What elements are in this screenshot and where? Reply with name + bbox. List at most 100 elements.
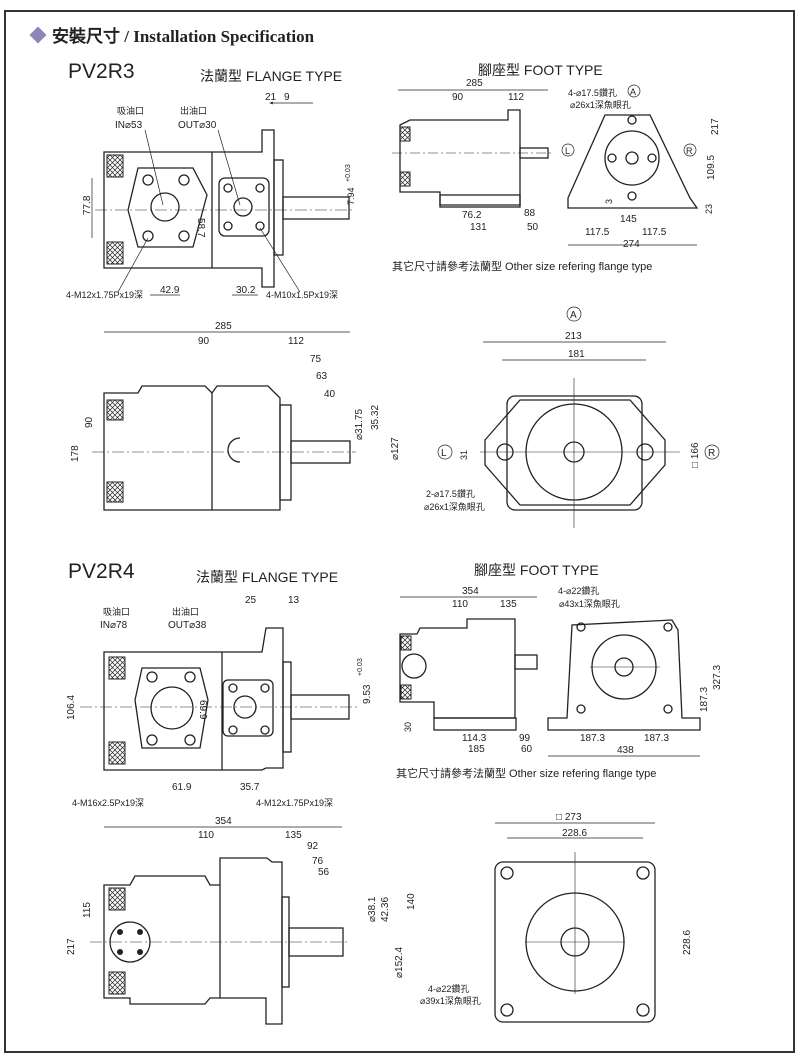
dim-label: 75 bbox=[310, 354, 322, 365]
pv2r3-foot-view: 285 90 112 76.2 131 88 50 4-⌀17.5鑽孔 ⌀26x… bbox=[392, 78, 721, 250]
dim-label: 274 bbox=[623, 239, 640, 250]
dim-label: 112 bbox=[508, 92, 524, 103]
thread-note: 4-M16x2.5Px19深 bbox=[72, 798, 144, 808]
dim-label: ⌀31.75 bbox=[354, 409, 365, 440]
dim-label: 13 bbox=[288, 595, 300, 606]
foot-note: 其它尺寸請參考法蘭型 Other size refering flange ty… bbox=[392, 261, 653, 273]
outlet-size: OUT⌀30 bbox=[178, 120, 217, 131]
dim-label: 181 bbox=[568, 349, 585, 360]
dim-label: ⌀38.1 bbox=[367, 896, 378, 922]
dim-label: 178 bbox=[70, 445, 81, 462]
dim-label: 25 bbox=[245, 595, 257, 606]
dim-label: 90 bbox=[452, 92, 464, 103]
pv2r4-foot-view: 354 110 135 30 114.3 185 99 60 4-⌀22鑽孔 ⌀… bbox=[399, 585, 723, 757]
hole-note: ⌀26x1深魚眼孔 bbox=[424, 501, 485, 512]
dim-label: 285 bbox=[466, 78, 483, 89]
dim-label: 110 bbox=[198, 830, 214, 841]
pv2r3-front-view: A 213 181 L R 31 □ 166 2-⌀17.5鑽孔 ⌀26x1深魚… bbox=[424, 306, 720, 528]
outlet-label: 出油口 bbox=[172, 606, 199, 617]
dim-label: 438 bbox=[617, 745, 634, 756]
dim-label: ⌀152.4 bbox=[394, 947, 405, 978]
inlet-label: 吸油口 bbox=[117, 105, 144, 116]
dim-label: 90 bbox=[198, 336, 210, 347]
hole-note: 2-⌀17.5鑽孔 bbox=[426, 488, 475, 499]
dim-label: 76 bbox=[312, 856, 324, 867]
pv2r3-flange-view: 21 9 吸油口 IN⌀53 出油口 OUT⌀30 77.8 58.7 7.94… bbox=[66, 92, 356, 300]
dim-label: 228.6 bbox=[682, 930, 693, 955]
dim-label: 56 bbox=[318, 867, 330, 878]
dim-label: +0.03 bbox=[357, 658, 364, 676]
dim-label: 3 bbox=[604, 199, 614, 204]
dim-label: 35.32 bbox=[370, 405, 381, 430]
model-title-pv2r4: PV2R4 bbox=[68, 560, 135, 583]
dim-label: 187.3 bbox=[699, 687, 710, 712]
port-mark-r: R bbox=[686, 146, 693, 156]
dim-label: 140 bbox=[406, 893, 417, 910]
dim-label: 9 bbox=[284, 92, 290, 103]
dim-label: 110 bbox=[452, 599, 468, 610]
dim-label: 135 bbox=[500, 599, 517, 610]
model-title-pv2r3: PV2R3 bbox=[68, 60, 135, 83]
pv2r4-front-view: □ 273 228.6 228.6 4-⌀22鑽孔 ⌀39x1深魚眼孔 bbox=[420, 812, 693, 1023]
dim-label: 327.3 bbox=[712, 665, 723, 690]
dim-label: 30 bbox=[403, 722, 413, 732]
port-mark-a: A bbox=[630, 87, 636, 97]
foot-type-title: 腳座型 FOOT TYPE bbox=[474, 562, 599, 578]
dim-label: 7.94 bbox=[346, 187, 356, 205]
foot-type-title: 腳座型 FOOT TYPE bbox=[478, 62, 603, 78]
dim-label: 88 bbox=[524, 208, 536, 219]
dim-label: 131 bbox=[470, 222, 487, 233]
dim-label: 145 bbox=[620, 214, 637, 225]
dim-label: 63 bbox=[316, 371, 328, 382]
dim-label: 114.3 bbox=[462, 733, 487, 744]
dim-label: 76.2 bbox=[462, 210, 482, 221]
dim-label: 285 bbox=[215, 321, 232, 332]
dim-label: 99 bbox=[519, 733, 531, 744]
dim-label: 50 bbox=[527, 222, 539, 233]
thread-note: 4-M12x1.75Px19深 bbox=[66, 290, 143, 300]
hatch-block bbox=[106, 154, 124, 178]
dim-label: □ 273 bbox=[556, 812, 582, 823]
dim-label: 31 bbox=[459, 450, 469, 460]
port-mark-r: R bbox=[708, 448, 715, 459]
port-mark-l: L bbox=[565, 146, 570, 156]
dim-label: 58.7 bbox=[195, 218, 206, 238]
dim-label: 30.2 bbox=[236, 285, 256, 296]
dim-label: 109.5 bbox=[706, 155, 717, 180]
dim-label: 61.9 bbox=[172, 782, 192, 793]
foot-note: 其它尺寸請參考法蘭型 Other size refering flange ty… bbox=[396, 768, 657, 780]
pv2r3-side-view: 285 90 112 75 63 40 178 90 ⌀31.75 35.32 … bbox=[70, 321, 401, 511]
inlet-size: IN⌀78 bbox=[100, 620, 128, 631]
dim-label: 354 bbox=[215, 816, 232, 827]
header-title: 安裝尺寸 / Installation Specification bbox=[52, 27, 315, 46]
dim-label: 217 bbox=[66, 938, 77, 955]
flange-type-title: 法蘭型 FLANGE TYPE bbox=[196, 569, 339, 585]
thread-note: 4-M10x1.5Px19深 bbox=[266, 290, 338, 300]
dim-label: 185 bbox=[468, 744, 485, 755]
outlet-size: OUT⌀38 bbox=[168, 620, 207, 631]
dim-label: 42.36 bbox=[380, 897, 391, 922]
dim-label: 112 bbox=[288, 336, 304, 347]
port-mark-l: L bbox=[441, 448, 447, 459]
dim-label: 90 bbox=[84, 416, 95, 428]
dim-label: □ 166 bbox=[690, 442, 701, 468]
dim-label: 213 bbox=[565, 331, 582, 342]
hole-note: 4-⌀22鑽孔 bbox=[428, 983, 469, 994]
flange-type-title: 法蘭型 FLANGE TYPE bbox=[200, 68, 343, 84]
hole-note: ⌀43x1深魚眼孔 bbox=[559, 598, 620, 609]
section-header: 安裝尺寸 / Installation Specification bbox=[29, 22, 315, 47]
hole-note: ⌀26x1深魚眼孔 bbox=[570, 99, 631, 110]
dim-label: 23 bbox=[704, 204, 714, 214]
dim-label: 115 bbox=[82, 902, 93, 918]
dim-label: +0.03 bbox=[345, 164, 352, 182]
pv2r4-side-view: 354 110 135 92 76 56 217 115 140 ⌀38.1 4… bbox=[66, 816, 417, 1025]
dim-label: 92 bbox=[307, 841, 319, 852]
dim-label: 21 bbox=[265, 92, 277, 103]
hole-note: ⌀39x1深魚眼孔 bbox=[420, 995, 481, 1006]
dim-label: ⌀127 bbox=[390, 437, 401, 460]
dim-label: 135 bbox=[285, 830, 302, 841]
dim-label: 40 bbox=[324, 389, 336, 400]
dim-label: 60 bbox=[521, 744, 533, 755]
outlet-label: 出油口 bbox=[180, 105, 207, 116]
